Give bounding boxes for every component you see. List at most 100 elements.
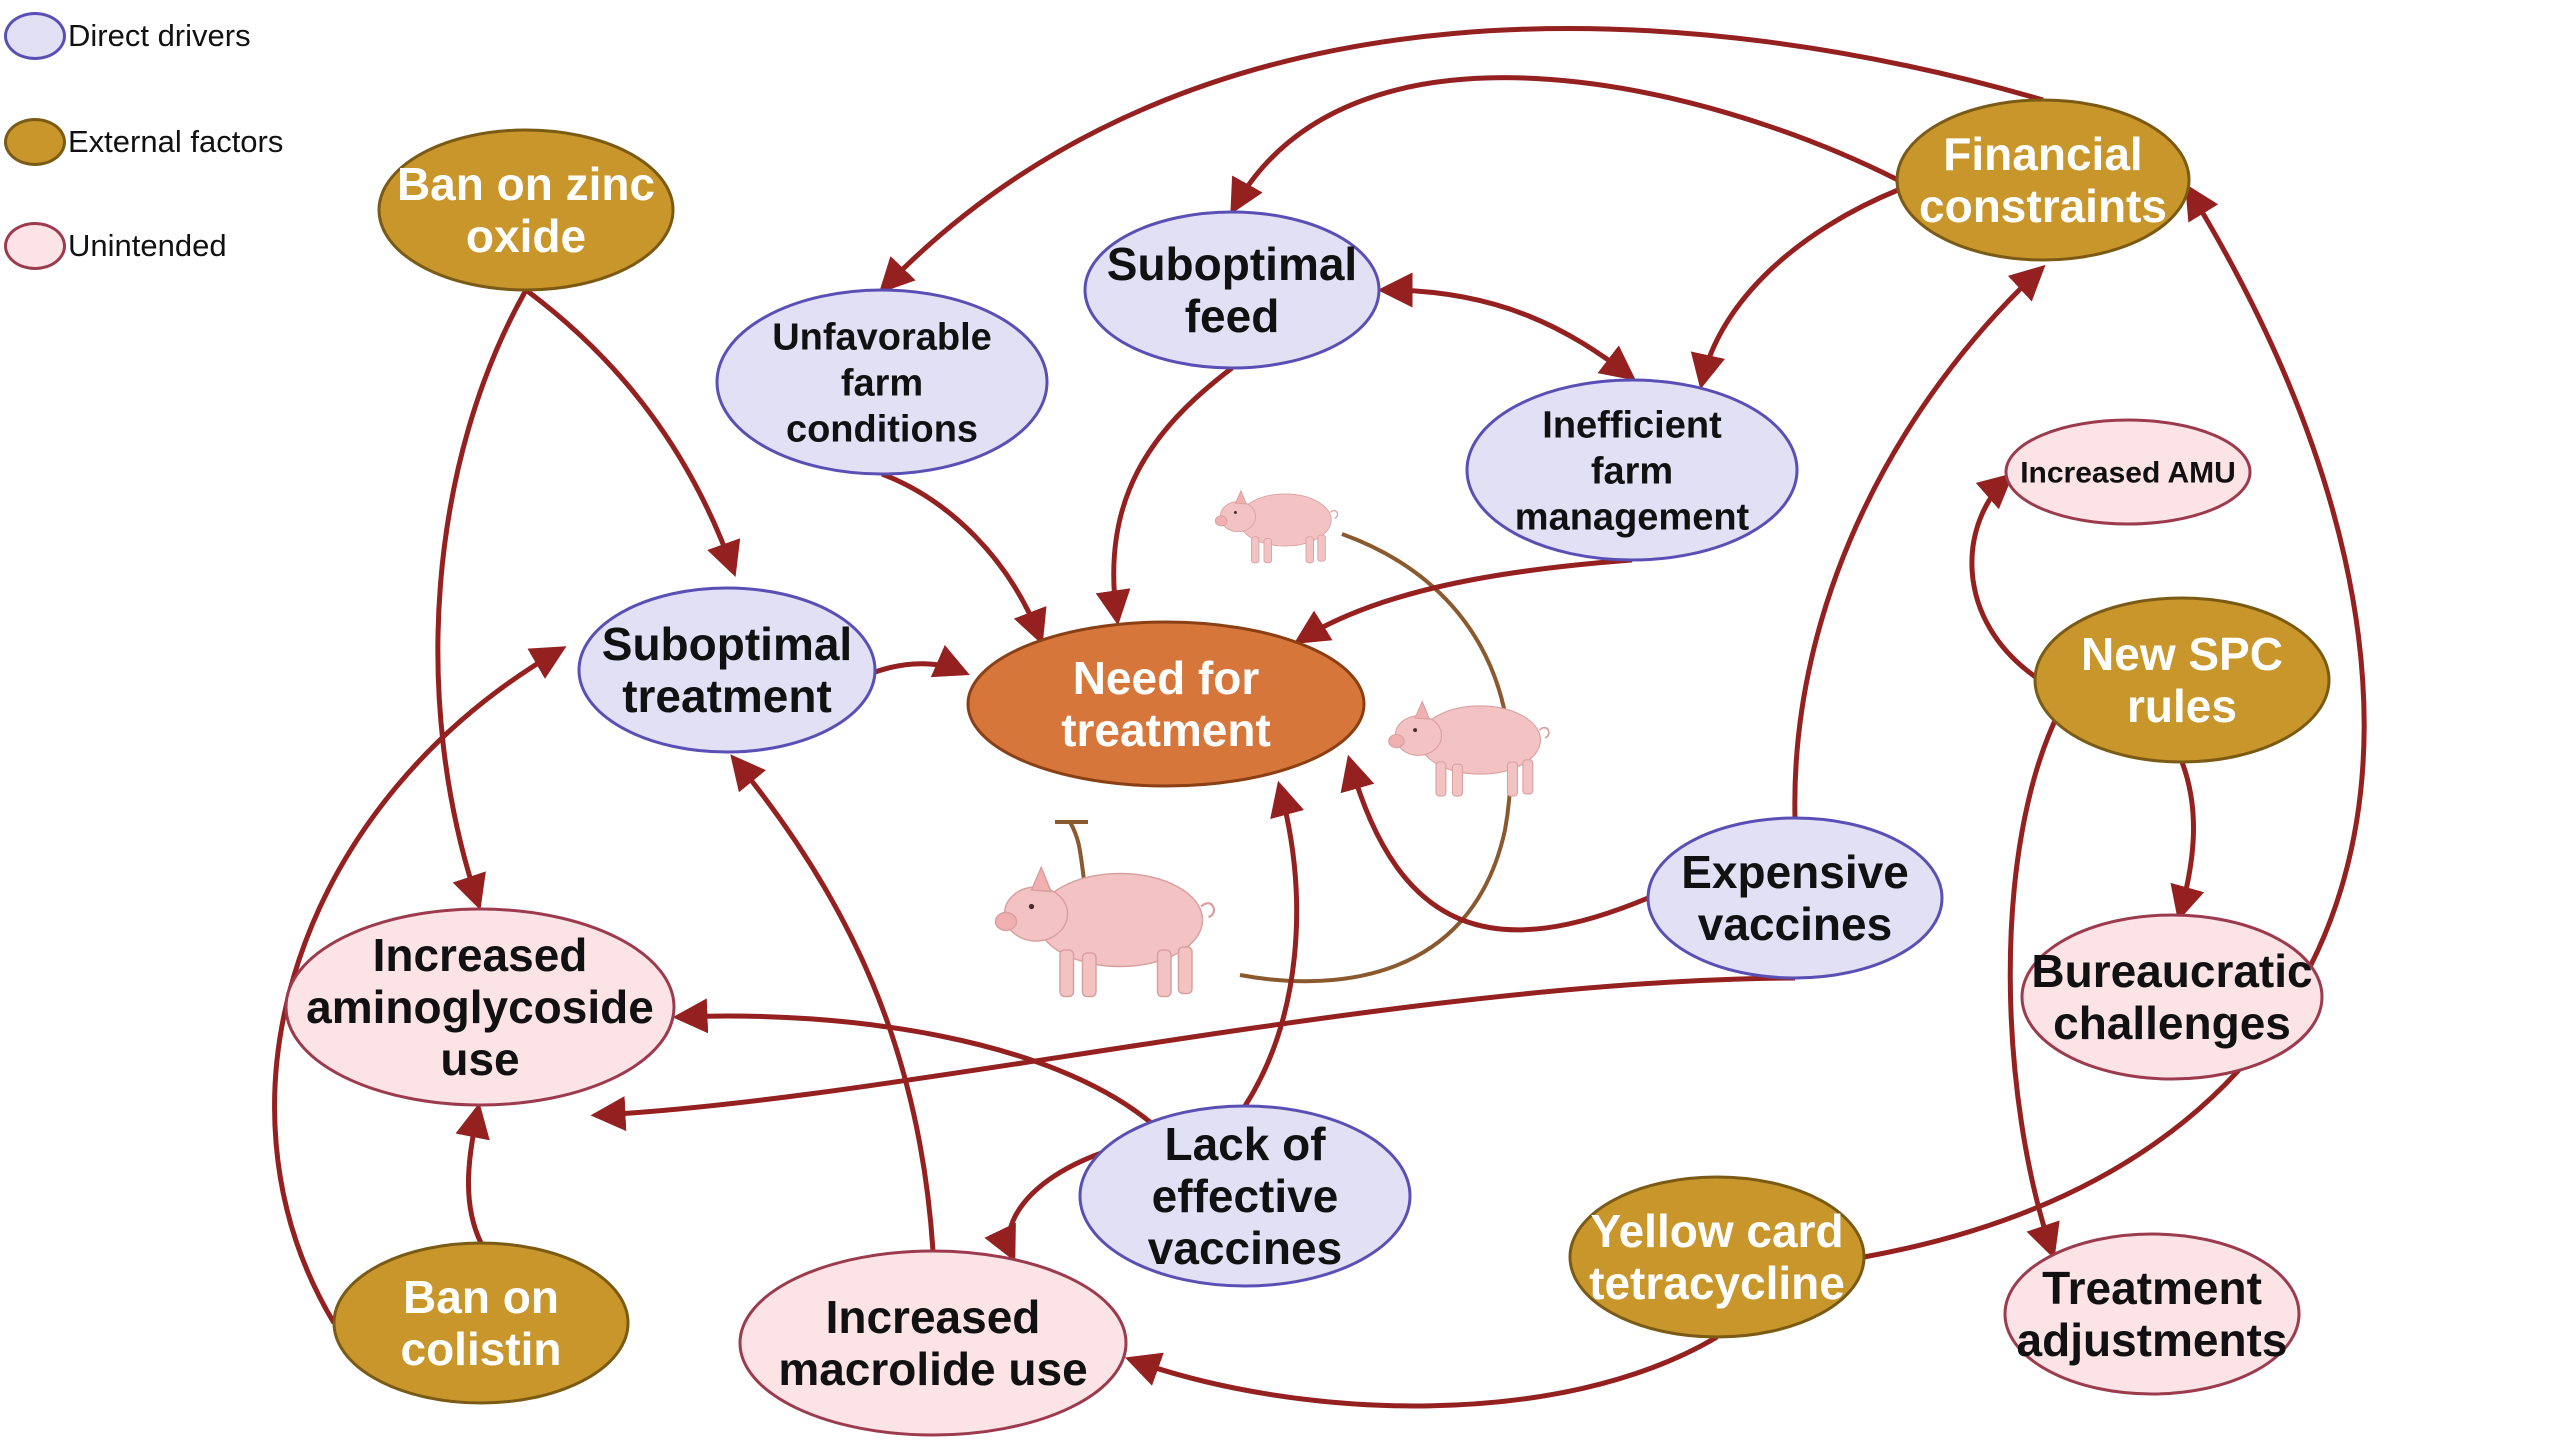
node-label-line: New SPC	[2081, 628, 2283, 680]
node-shape-external	[1568, 1175, 1866, 1339]
edge-new-spc-to-treat-adj	[2007, 708, 2063, 1260]
node-label-line: rules	[2127, 680, 2237, 732]
node-label-line: Treatment	[2042, 1262, 2262, 1314]
node-label-line: oxide	[466, 210, 586, 262]
node-shape-unintended	[2004, 418, 2252, 526]
legend-label-direct: Direct drivers	[68, 18, 251, 53]
legend-label-unintended: Unintended	[68, 228, 227, 263]
node-label-line: treatment	[622, 670, 832, 722]
node-shape-unintended	[2003, 1232, 2301, 1396]
node-label-line: Need for	[1073, 652, 1260, 704]
node-shape-external	[377, 128, 675, 292]
legend-item-direct: Direct drivers	[4, 12, 251, 60]
node-shape-external	[332, 1241, 630, 1405]
node-label-line: farm	[841, 362, 923, 404]
node-label-line: tetracycline	[1589, 1257, 1845, 1309]
edge-yellow-card-to-inc-macro	[1124, 1334, 1719, 1409]
edge-ban-colistin-to-subopt-treat	[272, 646, 567, 1325]
legend-swatch-direct	[4, 12, 66, 60]
edge-new-spc-to-bureau	[2170, 761, 2205, 922]
node-shape-direct	[1465, 378, 1799, 562]
node-label-line: feed	[1185, 290, 1280, 342]
edge-inc-macro-to-subopt-treat	[730, 754, 936, 1252]
edge-exp-vacc-to-need-treat	[1340, 754, 1649, 933]
node-label-line: Suboptimal	[602, 618, 852, 670]
edge-subopt-treat-to-need-treat	[874, 644, 970, 678]
node-shape-external	[1895, 98, 2191, 262]
node-label-line: farm	[1591, 450, 1673, 492]
node-label-line: Expensive	[1681, 846, 1909, 898]
node-label-line: management	[1515, 496, 1750, 538]
node-label-line: conditions	[786, 408, 978, 450]
pig-illustration-top	[1214, 489, 1339, 564]
node-shape-external	[2033, 596, 2331, 764]
node-shape-direct	[715, 288, 1049, 476]
node-label-line: treatment	[1061, 704, 1271, 756]
edge-ban-colistin-to-inc-amino	[455, 1102, 490, 1245]
nodes: Ban on zincoxideUnfavorablefarmcondition…	[284, 98, 2331, 1437]
edge-lack-vacc-to-need-treat	[1242, 780, 1305, 1108]
node-label-line: aminoglycoside	[306, 981, 654, 1033]
edge-unfav-farm-to-need-treat	[881, 471, 1047, 645]
edge-new-spc-to-increased-amu	[1969, 473, 2042, 683]
node-label-line: Increased	[373, 929, 588, 981]
edge-financial-to-ineff-mgmt	[1690, 187, 1899, 390]
node-label-line: constraints	[1919, 180, 2167, 232]
edge-ineff-mgmt-to-need-treat	[1293, 557, 1633, 644]
node-label-line: Lack of	[1164, 1118, 1326, 1170]
node-shape-unintended	[2020, 913, 2324, 1081]
node-shape-direct	[577, 586, 877, 754]
node-label-line: vaccines	[1698, 898, 1892, 950]
node-label-line: challenges	[2053, 997, 2291, 1049]
legend-swatch-unintended	[4, 222, 66, 270]
node-label-line: Financial	[1943, 128, 2142, 180]
edge-financial-to-unfav-farm	[878, 25, 2044, 294]
node-label-line: Ban on zinc	[397, 158, 655, 210]
edge-exp-vacc-to-inc-amino	[590, 975, 1796, 1132]
legend-label-external: External factors	[68, 124, 284, 159]
node-label-line: Increased AMU	[2020, 457, 2236, 490]
edge-financial-to-subopt-feed	[1230, 75, 1900, 215]
node-label-line: Increased	[826, 1291, 1041, 1343]
node-label-line: Ban on	[403, 1271, 559, 1323]
node-label-line: vaccines	[1148, 1222, 1342, 1274]
node-label-line: effective	[1152, 1170, 1339, 1222]
pig-illustration-bottom	[994, 865, 1216, 998]
node-label-line: Unfavorable	[772, 316, 992, 358]
node-label-line: Inefficient	[1542, 404, 1722, 446]
edge-exp-vacc-to-financial	[1792, 264, 2046, 819]
node-label-line: Yellow card	[1590, 1205, 1843, 1257]
edge-yellow-card-to-financial	[1863, 183, 2367, 1260]
node-label-line: adjustments	[2017, 1314, 2288, 1366]
node-shape-direct	[1083, 210, 1381, 370]
node-shape-direct	[1646, 816, 1944, 980]
legend-swatch-external	[4, 118, 66, 166]
node-label-line: Suboptimal	[1107, 238, 1357, 290]
edge-subopt-feed-to-need-treat	[1095, 366, 1234, 626]
node-label-line: colistin	[400, 1323, 561, 1375]
node-label-line: use	[440, 1033, 519, 1085]
edge-lack-vacc-to-inc-macro	[984, 1147, 1111, 1262]
node-shape-unintended	[738, 1249, 1128, 1437]
node-label-line: Bureaucratic	[2031, 945, 2312, 997]
edges	[272, 25, 2367, 1409]
legend-item-unintended: Unintended	[4, 222, 227, 270]
edge-ban-zinc-to-subopt-treat	[524, 287, 741, 578]
node-shape-unintended	[284, 907, 676, 1107]
node-shape-direct	[1078, 1104, 1412, 1288]
node-shape-core	[966, 620, 1366, 788]
